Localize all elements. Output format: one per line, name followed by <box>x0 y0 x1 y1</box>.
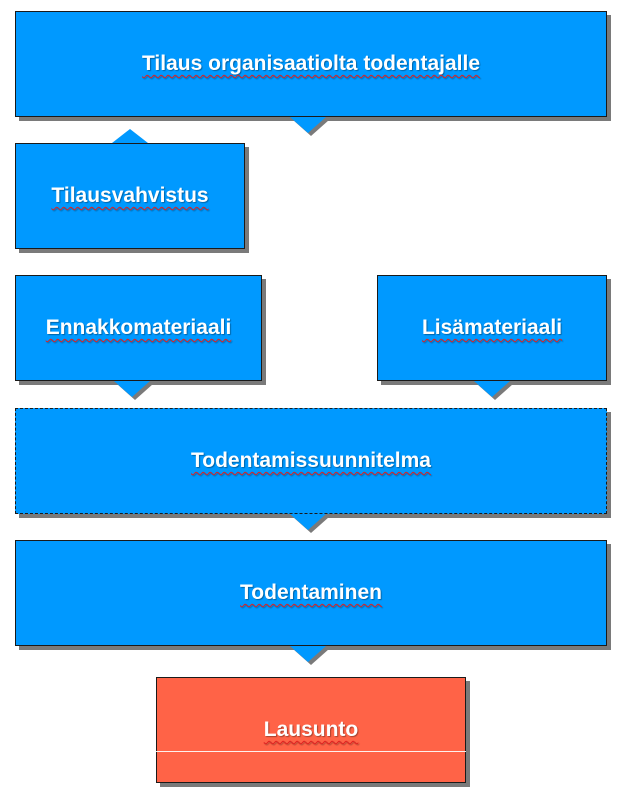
node-tilaus-label: Tilaus organisaatiolta todentajalle <box>141 52 481 75</box>
node-todentaminen-label: Todentaminen <box>240 581 382 604</box>
divider-line <box>156 751 466 752</box>
node-todentamissuunnitelma-label: Todentamissuunnitelma <box>191 449 431 472</box>
node-todentamissuunnitelma: Todentamissuunnitelma <box>15 408 607 514</box>
node-lisamateriaali: Lisämateriaali <box>377 275 607 381</box>
arrow-lisamateriaali-down <box>474 381 510 397</box>
node-ennakkomateriaali-label: Ennakkomateriaali <box>45 316 232 339</box>
node-lausunto-label: Lausunto <box>263 718 359 741</box>
node-ennakkomateriaali: Ennakkomateriaali <box>15 275 262 381</box>
node-tilausvahvistus: Tilausvahvistus <box>15 143 245 249</box>
arrow-todentamissuunnitelma-down <box>290 514 326 530</box>
node-tilaus: Tilaus organisaatiolta todentajalle <box>15 11 607 117</box>
arrow-todentaminen-down <box>290 646 326 662</box>
node-lisamateriaali-label: Lisämateriaali <box>421 316 563 339</box>
arrow-tilausvahvistus-up <box>112 129 148 143</box>
node-tilausvahvistus-label: Tilausvahvistus <box>51 184 209 207</box>
arrow-ennakkomateriaali-down <box>114 381 150 397</box>
arrow-tilaus-down <box>290 117 326 133</box>
node-lausunto: Lausunto <box>156 677 466 783</box>
node-todentaminen: Todentaminen <box>15 540 607 646</box>
